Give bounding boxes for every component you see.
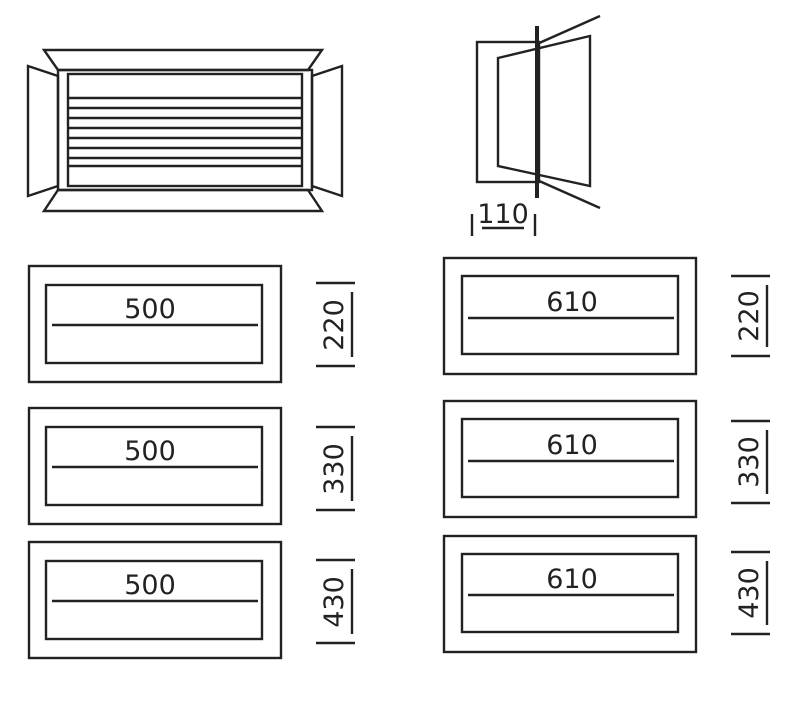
side-duct: [496, 34, 592, 188]
depth-dimension: 110: [470, 199, 537, 236]
height-dimension: 330: [731, 419, 770, 505]
outer-frame: [27, 264, 283, 384]
outer-frame: [27, 406, 283, 526]
grille-500x220: 500 220: [27, 264, 355, 384]
grille-610x220: 610 220: [442, 256, 770, 376]
side-back-box: [475, 40, 541, 184]
height-label: 430: [734, 567, 765, 619]
right-flap: [310, 64, 344, 198]
outer-frame: [442, 534, 698, 654]
inner-frame: [44, 559, 264, 641]
right-column: 610 220 610 330 610: [442, 256, 770, 654]
top-flap: [41, 48, 325, 72]
outer-frame: [442, 399, 698, 519]
grille-500x430: 500 430: [27, 540, 355, 660]
height-label: 330: [734, 436, 765, 488]
grille-frame: [56, 68, 314, 192]
width-label: 610: [546, 287, 598, 318]
width-label: 500: [124, 436, 176, 467]
height-label: 430: [319, 576, 350, 628]
grille-610x430: 610 430: [442, 534, 770, 654]
inner-frame: [460, 552, 680, 634]
height-dimension: 220: [731, 274, 770, 358]
inner-frame: [460, 274, 680, 356]
depth-label: 110: [477, 199, 529, 230]
height-dimension: 430: [731, 550, 770, 636]
width-label: 500: [124, 294, 176, 325]
height-dimension: 220: [316, 281, 355, 368]
width-label: 610: [546, 430, 598, 461]
outer-frame: [27, 540, 283, 660]
side-blade-top: [536, 14, 601, 46]
grille-front-view: [26, 48, 344, 213]
inner-frame: [460, 417, 680, 499]
louver-blades: [68, 96, 302, 168]
height-label: 220: [319, 299, 350, 351]
grille-500x330: 500 330: [27, 406, 355, 526]
outer-frame: [442, 256, 698, 376]
inner-frame: [44, 283, 264, 365]
grille-inner-frame: [66, 72, 304, 188]
height-dimension: 330: [316, 425, 355, 512]
height-label: 220: [734, 290, 765, 342]
left-flap: [26, 64, 60, 198]
grille-610x330: 610 330: [442, 399, 770, 519]
bottom-flap: [41, 188, 325, 213]
height-dimension: 430: [316, 558, 355, 645]
inner-frame: [44, 425, 264, 507]
side-blade-bottom: [536, 178, 601, 210]
left-column: 500 220 500 330 500: [27, 264, 355, 660]
width-label: 610: [546, 564, 598, 595]
grille-side-view: 110: [470, 14, 601, 236]
width-label: 500: [124, 570, 176, 601]
height-label: 330: [319, 443, 350, 495]
